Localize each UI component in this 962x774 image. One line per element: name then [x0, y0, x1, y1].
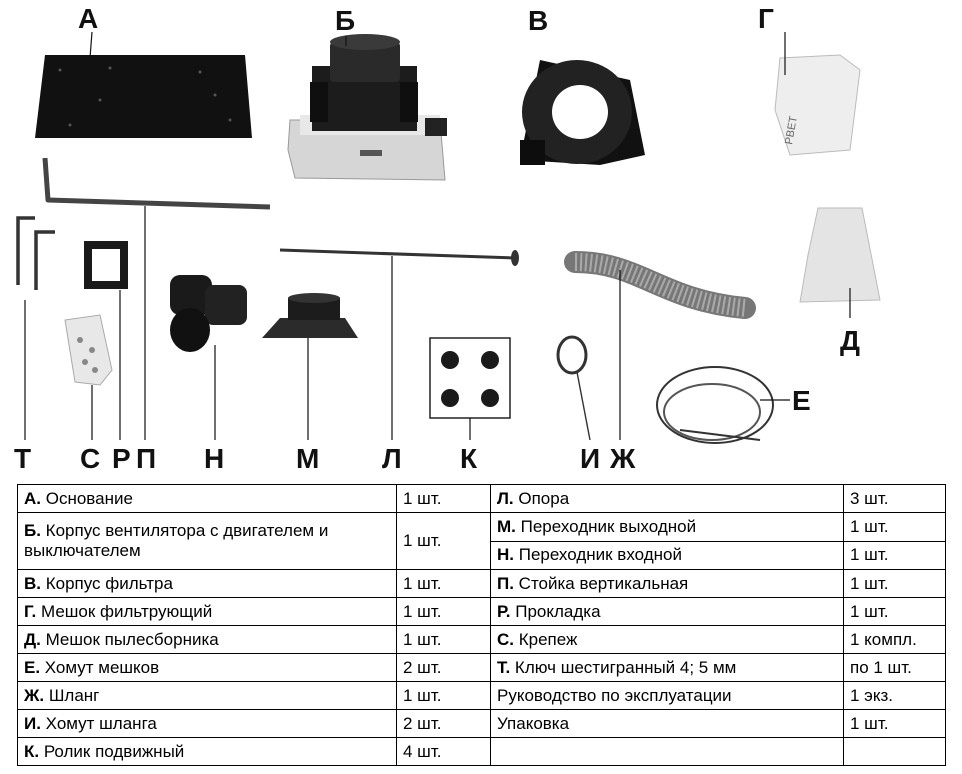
parts-illustration: А П Б В PBET Г Д [14, 3, 881, 474]
table-row: Б. Корпус вентилятора с двигателем и вык… [17, 512, 946, 570]
label-k: К [460, 443, 478, 474]
label-g: Г [758, 3, 774, 34]
parts-table: А. Основание 1 шт. Л. Опора 3 шт. Б. Кор… [17, 484, 946, 766]
label-e: Е [792, 385, 811, 416]
part-p-post: П [42, 157, 271, 474]
part-d-dust-bag: Д [799, 207, 881, 356]
part-k-casters: К [429, 337, 511, 474]
part-g-filter-bag: PBET Г [758, 3, 861, 156]
label-i: И [580, 443, 600, 474]
table-row: И. Хомут шланга 2 шт. Упаковка 1 шт. [17, 709, 946, 738]
part-s-fasteners: С [64, 314, 113, 474]
part-m-outlet-adapter: М [262, 293, 358, 474]
part-i-hose-clamp: И [556, 335, 600, 474]
table-row: Е. Хомут мешков 2 шт. Т. Ключ шестигранн… [17, 653, 946, 682]
part-a-base: А [35, 3, 252, 138]
part-b-fan-housing: Б [287, 5, 447, 181]
label-b: Б [335, 5, 355, 36]
label-zh: Ж [609, 443, 636, 474]
label-l: Л [382, 443, 402, 474]
label-a: А [78, 3, 98, 34]
part-v-filter-housing: В [520, 5, 645, 165]
label-d: Д [840, 325, 860, 356]
bag-print: PBET [783, 115, 800, 146]
table-row: В. Корпус фильтра 1 шт. П. Стойка вертик… [17, 569, 946, 598]
part-e-bag-clamps: Е [656, 366, 811, 444]
table-row: А. Основание 1 шт. Л. Опора 3 шт. [17, 484, 946, 513]
table-row: Ж. Шланг 1 шт. Руководство по эксплуатац… [17, 681, 946, 710]
label-t: Т [14, 443, 31, 474]
table-row: Д. Мешок пылесборника 1 шт. С. Крепеж 1 … [17, 625, 946, 654]
part-n-inlet-adapter: Н [170, 275, 247, 474]
part-zh-hose: Ж [564, 251, 756, 474]
part-r-gasket: Р [84, 241, 131, 474]
label-s: С [80, 443, 100, 474]
part-t-hex-keys: Т [14, 216, 55, 474]
label-n: Н [204, 443, 224, 474]
label-v: В [528, 5, 548, 36]
label-m: М [296, 443, 319, 474]
label-p: П [136, 443, 156, 474]
label-r: Р [112, 443, 131, 474]
part-l-rod: Л [279, 248, 519, 474]
table-row: Г. Мешок фильтрующий 1 шт. Р. Прокладка … [17, 597, 946, 626]
table-row: К. Ролик подвижный 4 шт. [17, 737, 946, 766]
